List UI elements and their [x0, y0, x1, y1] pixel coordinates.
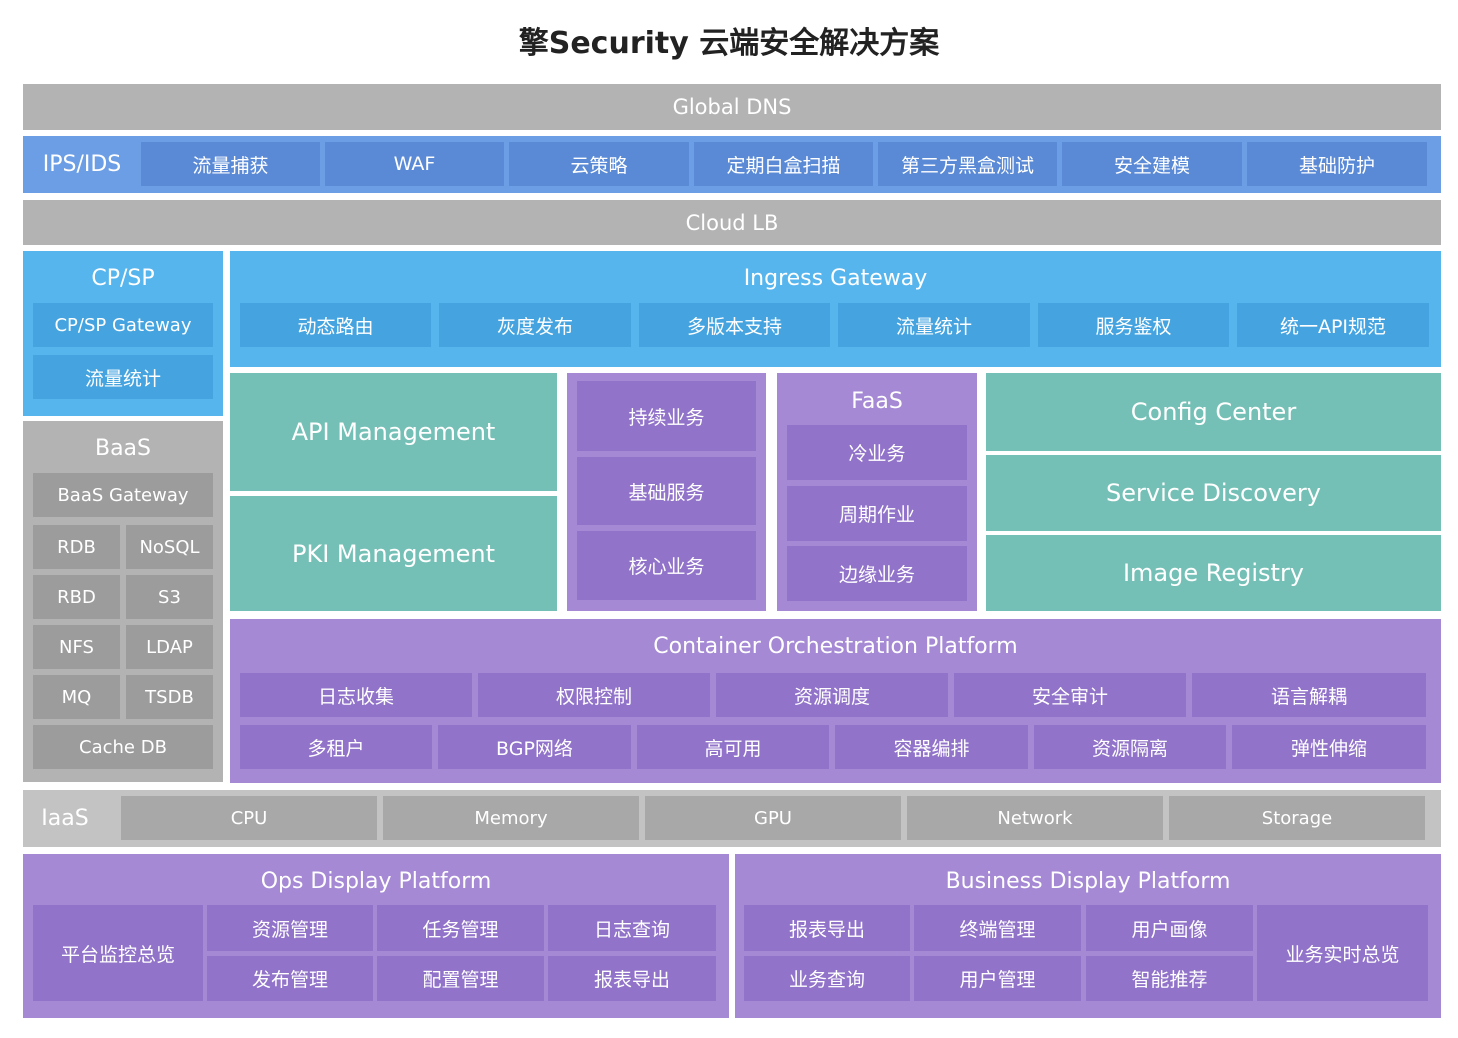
- ingress-gateway-panel: Ingress Gateway 动态路由 灰度发布 多版本支持 流量统计 服务鉴…: [230, 251, 1441, 367]
- ingress-item: 流量统计: [838, 303, 1030, 347]
- ingress-item: 多版本支持: [639, 303, 830, 347]
- iaas-item: Storage: [1169, 796, 1425, 840]
- faas-item: 边缘业务: [787, 546, 967, 601]
- biz-item: 终端管理: [914, 905, 1081, 951]
- ips-ids-label: IPS/IDS: [42, 152, 122, 177]
- iaas-item: CPU: [121, 796, 377, 840]
- iaas-band: IaaS CPU Memory GPU Network Storage: [23, 790, 1441, 847]
- cop-item: 语言解耦: [1192, 673, 1426, 717]
- faas-item: 冷业务: [787, 425, 967, 480]
- ops-item: 配置管理: [377, 956, 544, 1001]
- ingress-item: 统一API规范: [1237, 303, 1429, 347]
- baas-panel: BaaS BaaS Gateway RDB NoSQL RBD S3 NFS L…: [23, 421, 223, 782]
- cop-item: 容器编排: [835, 725, 1028, 769]
- biz-item: 用户管理: [914, 956, 1081, 1001]
- iaas-item: Network: [907, 796, 1163, 840]
- faas-panel: FaaS 冷业务 周期作业 边缘业务: [777, 373, 977, 611]
- biz-item: 用户画像: [1086, 905, 1253, 951]
- ops-item: 发布管理: [207, 956, 373, 1001]
- baas-item: NFS: [33, 625, 120, 669]
- ips-ids-item: WAF: [325, 142, 504, 186]
- ops-item: 任务管理: [377, 905, 544, 951]
- baas-title: BaaS: [94, 435, 152, 461]
- ops-overview-block: 平台监控总览: [33, 905, 203, 1001]
- ops-item: 日志查询: [548, 905, 716, 951]
- business-item: 持续业务: [577, 381, 756, 451]
- baas-item: MQ: [33, 675, 120, 719]
- cop-item: 权限控制: [478, 673, 710, 717]
- api-management-block: API Management: [230, 373, 557, 491]
- baas-item: NoSQL: [126, 525, 213, 569]
- cpsp-title: CP/SP: [91, 265, 155, 291]
- baas-item: RBD: [33, 575, 120, 619]
- pki-management-block: PKI Management: [230, 496, 557, 611]
- iaas-label: IaaS: [41, 806, 89, 831]
- page-title: 擎Security 云端安全解决方案: [518, 26, 940, 61]
- cop-item: 弹性伸缩: [1232, 725, 1426, 769]
- biz-overview-block: 业务实时总览: [1257, 905, 1428, 1001]
- faas-item: 周期作业: [787, 486, 967, 541]
- config-center-block: Config Center: [986, 373, 1441, 451]
- business-item: 核心业务: [577, 531, 756, 600]
- service-discovery-block: Service Discovery: [986, 455, 1441, 531]
- baas-cache-db: Cache DB: [33, 725, 213, 769]
- ops-display-panel: Ops Display Platform 平台监控总览 资源管理 任务管理 日志…: [23, 854, 729, 1018]
- ops-item: 报表导出: [548, 956, 716, 1001]
- ingress-gateway-title: Ingress Gateway: [743, 265, 928, 291]
- cloud-lb-band: Cloud LB: [23, 200, 1441, 245]
- cop-item: 资源隔离: [1034, 725, 1226, 769]
- ips-ids-item: 基础防护: [1247, 142, 1427, 186]
- ips-ids-item: 流量捕获: [141, 142, 320, 186]
- cop-item: 资源调度: [716, 673, 948, 717]
- cpsp-panel: CP/SP CP/SP Gateway 流量统计: [23, 251, 223, 416]
- ingress-item: 服务鉴权: [1038, 303, 1229, 347]
- business-services-panel: 持续业务 基础服务 核心业务: [567, 373, 766, 611]
- ingress-item: 动态路由: [240, 303, 431, 347]
- biz-item: 智能推荐: [1086, 956, 1253, 1001]
- ips-ids-item: 定期白盒扫描: [694, 142, 873, 186]
- cop-item: BGP网络: [438, 725, 631, 769]
- cop-item: 高可用: [637, 725, 829, 769]
- biz-item: 报表导出: [744, 905, 910, 951]
- iaas-item: Memory: [383, 796, 639, 840]
- cpsp-traffic-stats: 流量统计: [33, 355, 213, 399]
- baas-item: S3: [126, 575, 213, 619]
- baas-item: LDAP: [126, 625, 213, 669]
- ips-ids-item: 安全建模: [1062, 142, 1242, 186]
- business-display-panel: Business Display Platform 报表导出 终端管理 用户画像…: [735, 854, 1441, 1018]
- global-dns-band: Global DNS: [23, 84, 1441, 130]
- cpsp-gateway: CP/SP Gateway: [33, 303, 213, 347]
- container-orchestration-title: Container Orchestration Platform: [653, 633, 1018, 659]
- faas-title: FaaS: [851, 388, 903, 414]
- cop-item: 日志收集: [240, 673, 472, 717]
- baas-gateway: BaaS Gateway: [33, 473, 213, 517]
- baas-item: TSDB: [126, 675, 213, 719]
- baas-item: RDB: [33, 525, 120, 569]
- container-orchestration-panel: Container Orchestration Platform 日志收集 权限…: [230, 619, 1441, 783]
- ips-ids-item: 第三方黑盒测试: [878, 142, 1057, 186]
- iaas-item: GPU: [645, 796, 901, 840]
- cop-item: 安全审计: [954, 673, 1186, 717]
- ops-item: 资源管理: [207, 905, 373, 951]
- cop-item: 多租户: [240, 725, 432, 769]
- business-item: 基础服务: [577, 457, 756, 525]
- business-display-title: Business Display Platform: [945, 868, 1231, 894]
- ingress-item: 灰度发布: [439, 303, 631, 347]
- image-registry-block: Image Registry: [986, 535, 1441, 611]
- ops-display-title: Ops Display Platform: [260, 868, 492, 894]
- ips-ids-band: IPS/IDS 流量捕获 WAF 云策略 定期白盒扫描 第三方黑盒测试 安全建模…: [23, 136, 1441, 193]
- biz-item: 业务查询: [744, 956, 910, 1001]
- ips-ids-item: 云策略: [509, 142, 689, 186]
